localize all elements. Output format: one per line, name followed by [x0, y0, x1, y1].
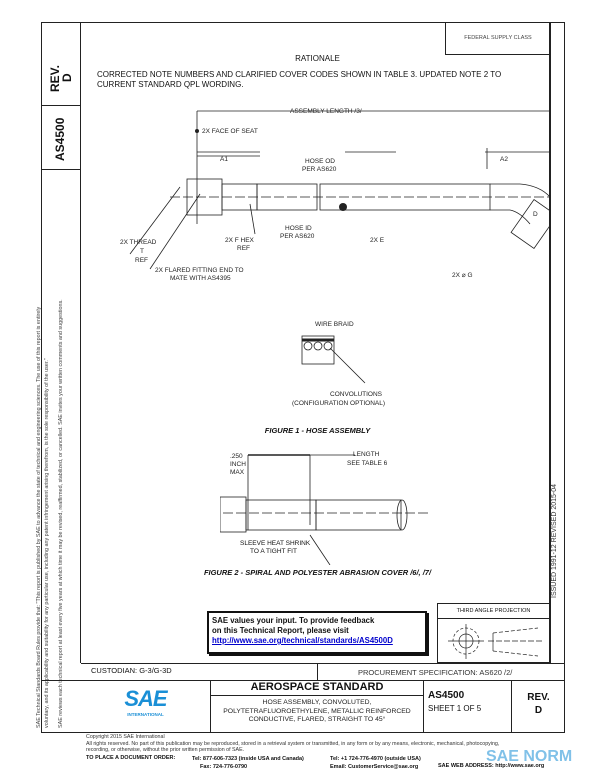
- feedback-line-2: on this Technical Report, please visit: [212, 626, 349, 635]
- copyright: Copyright 2015 SAE International: [86, 734, 165, 740]
- rev-value: D: [534, 705, 543, 716]
- a2-label: A2: [500, 156, 508, 163]
- custodian-text: CUSTODIAN: G-3/G-3D: [91, 666, 172, 675]
- email: Email: CustomerService@sae.org: [330, 764, 419, 770]
- fsc-label: FEDERAL SUPPLY CLASS: [464, 35, 532, 41]
- side-rev: REV. D: [48, 65, 74, 92]
- sae-logo-subtext: INTERNATIONAL: [127, 712, 164, 717]
- wire-braid-label: WIRE BRAID: [315, 321, 354, 328]
- rationale-line-1: CORRECTED NOTE NUMBERS AND CLARIFIED COV…: [97, 70, 502, 79]
- side-doc-number: AS4500: [53, 117, 67, 161]
- projection-box: THIRD ANGLE PROJECTION: [437, 603, 550, 663]
- sleeve-line-1: SLEEVE HEAT SHRINK: [240, 540, 311, 547]
- rationale-text: CORRECTED NOTE NUMBERS AND CLARIFIED COV…: [97, 70, 501, 90]
- side-notice-2: voluntary, and its applicability and sui…: [44, 358, 50, 728]
- figure-1-caption: FIGURE 1 - HOSE ASSEMBLY: [264, 426, 371, 435]
- tel-usa: Tel: 877-606-7323 (inside USA and Canada…: [192, 756, 304, 762]
- fsc-box: FEDERAL SUPPLY CLASS: [445, 22, 550, 55]
- figure-2-caption: FIGURE 2 - SPIRAL AND POLYESTER ABRASION…: [203, 568, 432, 577]
- rights-line-1: All rights reserved. No part of this pub…: [86, 740, 500, 747]
- d-label: D: [533, 211, 538, 218]
- feedback-link[interactable]: http://www.sae.org/technical/standards/A…: [212, 636, 393, 645]
- title-line-1: HOSE ASSEMBLY, CONVOLUTED,: [262, 699, 372, 706]
- third-angle-projection-symbol: [448, 624, 543, 659]
- max-value-label: .250: [230, 453, 243, 460]
- logo-cell: SAE INTERNATIONAL: [81, 680, 211, 733]
- rev-label: REV.: [527, 692, 550, 703]
- sae-logo: SAE: [124, 686, 167, 711]
- g-label: 2X ⌀ G: [452, 272, 473, 279]
- issued-revised-dates: ISSUED 1991-12 REVISED 2015-04: [551, 483, 558, 598]
- e-label: 2X E: [370, 237, 385, 244]
- configuration-optional-label: (CONFIGURATION OPTIONAL): [292, 400, 385, 407]
- convolutions-label: CONVOLUTIONS: [330, 391, 383, 398]
- feedback-line-1: SAE values your input. To provide feedba…: [212, 616, 375, 625]
- see-table-label: SEE TABLE 6: [347, 460, 388, 467]
- order-contact-1: Tel: 877-606-7323 (inside USA and Canada…: [192, 755, 304, 771]
- side-column: [41, 22, 81, 663]
- flared-end-label: 2X FLARED FITTING END TO: [155, 267, 244, 274]
- title-line-3: CONDUCTIVE, FLARED, STRAIGHT TO 45°: [248, 716, 386, 723]
- web-address: SAE WEB ADDRESS: http://www.sae.org: [438, 763, 545, 769]
- max-label: MAX: [230, 469, 245, 476]
- sae-norm-watermark: SAE NORM: [486, 748, 573, 765]
- projection-label: THIRD ANGLE PROJECTION: [438, 604, 549, 619]
- hose-od-spec: PER AS620: [302, 166, 337, 173]
- footer: Copyright 2015 SAE International All rig…: [86, 734, 566, 754]
- side-doc-box: AS4500: [41, 106, 81, 170]
- document-title: HOSE ASSEMBLY, CONVOLUTED, POLYTETRAFLUO…: [211, 699, 423, 725]
- flared-end-mate-label: MATE WITH AS4395: [170, 275, 231, 282]
- page-frame: [41, 22, 565, 733]
- hose-id-spec: PER AS620: [280, 233, 315, 240]
- doc-number-cell: AS4500 SHEET 1 OF 5: [424, 680, 512, 733]
- side-rev-value: D: [60, 73, 74, 82]
- right-border-line: [549, 22, 551, 663]
- assembly-length-label: ASSEMBLY LENGTH /3/: [290, 108, 362, 115]
- figure-1-hose-assembly-drawing: ASSEMBLY LENGTH /3/ 2X FACE OF SEAT A1 A…: [120, 106, 550, 282]
- procurement-text: PROCUREMENT SPECIFICATION: AS620 /2/: [358, 668, 513, 677]
- title-block: [41, 680, 565, 733]
- a1-label: A1: [220, 156, 228, 163]
- side-rev-box: REV. D: [41, 22, 81, 106]
- rights-line-2: recording, or otherwise, without the pri…: [86, 747, 245, 753]
- custodian-cell: CUSTODIAN: G-3/G-3D: [81, 663, 318, 680]
- side-notice-1: SAE Technical Standards Board Rules prov…: [36, 306, 42, 728]
- wire-braid-detail-drawing: WIRE BRAID CONVOLUTIONS (CONFIGURATION O…: [292, 321, 385, 407]
- max-unit-label: INCH: [230, 461, 246, 468]
- length-label: LENGTH: [353, 451, 380, 458]
- hex-label: 2X F HEX: [225, 237, 255, 244]
- procurement-cell: PROCUREMENT SPECIFICATION: AS620 /2/: [318, 663, 565, 680]
- side-notice-3: SAE reviews each technical report at lea…: [58, 299, 64, 728]
- rationale-line-2: CURRENT STANDARD QPL WORDING.: [97, 80, 244, 89]
- rev-cell: REV. D: [512, 680, 565, 733]
- figure-2-abrasion-cover-drawing: .250 INCH MAX LENGTH SEE TABLE 6: [220, 451, 430, 565]
- thread-ref-label: REF: [135, 257, 148, 264]
- fax: Fax: 724-776-0790: [200, 764, 248, 770]
- order-label: TO PLACE A DOCUMENT ORDER:: [86, 755, 176, 761]
- tel-outside-usa: Tel: +1 724-776-4970 (outside USA): [330, 756, 421, 762]
- title-line-2: POLYTETRAFLUOROETHYLENE, METALLIC REINFO…: [223, 707, 411, 715]
- hose-id-label: HOSE ID: [285, 225, 312, 232]
- title-cell: AEROSPACE STANDARD HOSE ASSEMBLY, CONVOL…: [211, 680, 424, 733]
- doc-number: AS4500: [428, 690, 465, 701]
- feedback-box: SAE values your input. To provide feedba…: [207, 611, 427, 654]
- aerospace-standard-heading: AEROSPACE STANDARD: [211, 680, 423, 696]
- face-of-seat-label: 2X FACE OF SEAT: [202, 128, 258, 135]
- sleeve-note: SLEEVE HEAT SHRINK TO A TIGHT FIT: [240, 540, 310, 556]
- thread-t-label: T: [140, 248, 144, 255]
- sleeve-line-2: TO A TIGHT FIT: [250, 548, 297, 555]
- thread-label: 2X THREAD: [120, 239, 157, 246]
- hose-od-label: HOSE OD: [305, 158, 335, 165]
- rationale-title: RATIONALE: [295, 54, 340, 63]
- sheet-number: SHEET 1 OF 5: [428, 704, 482, 713]
- order-contact-2: Tel: +1 724-776-4970 (outside USA) Email…: [330, 755, 421, 771]
- hex-ref-label: REF: [237, 245, 250, 252]
